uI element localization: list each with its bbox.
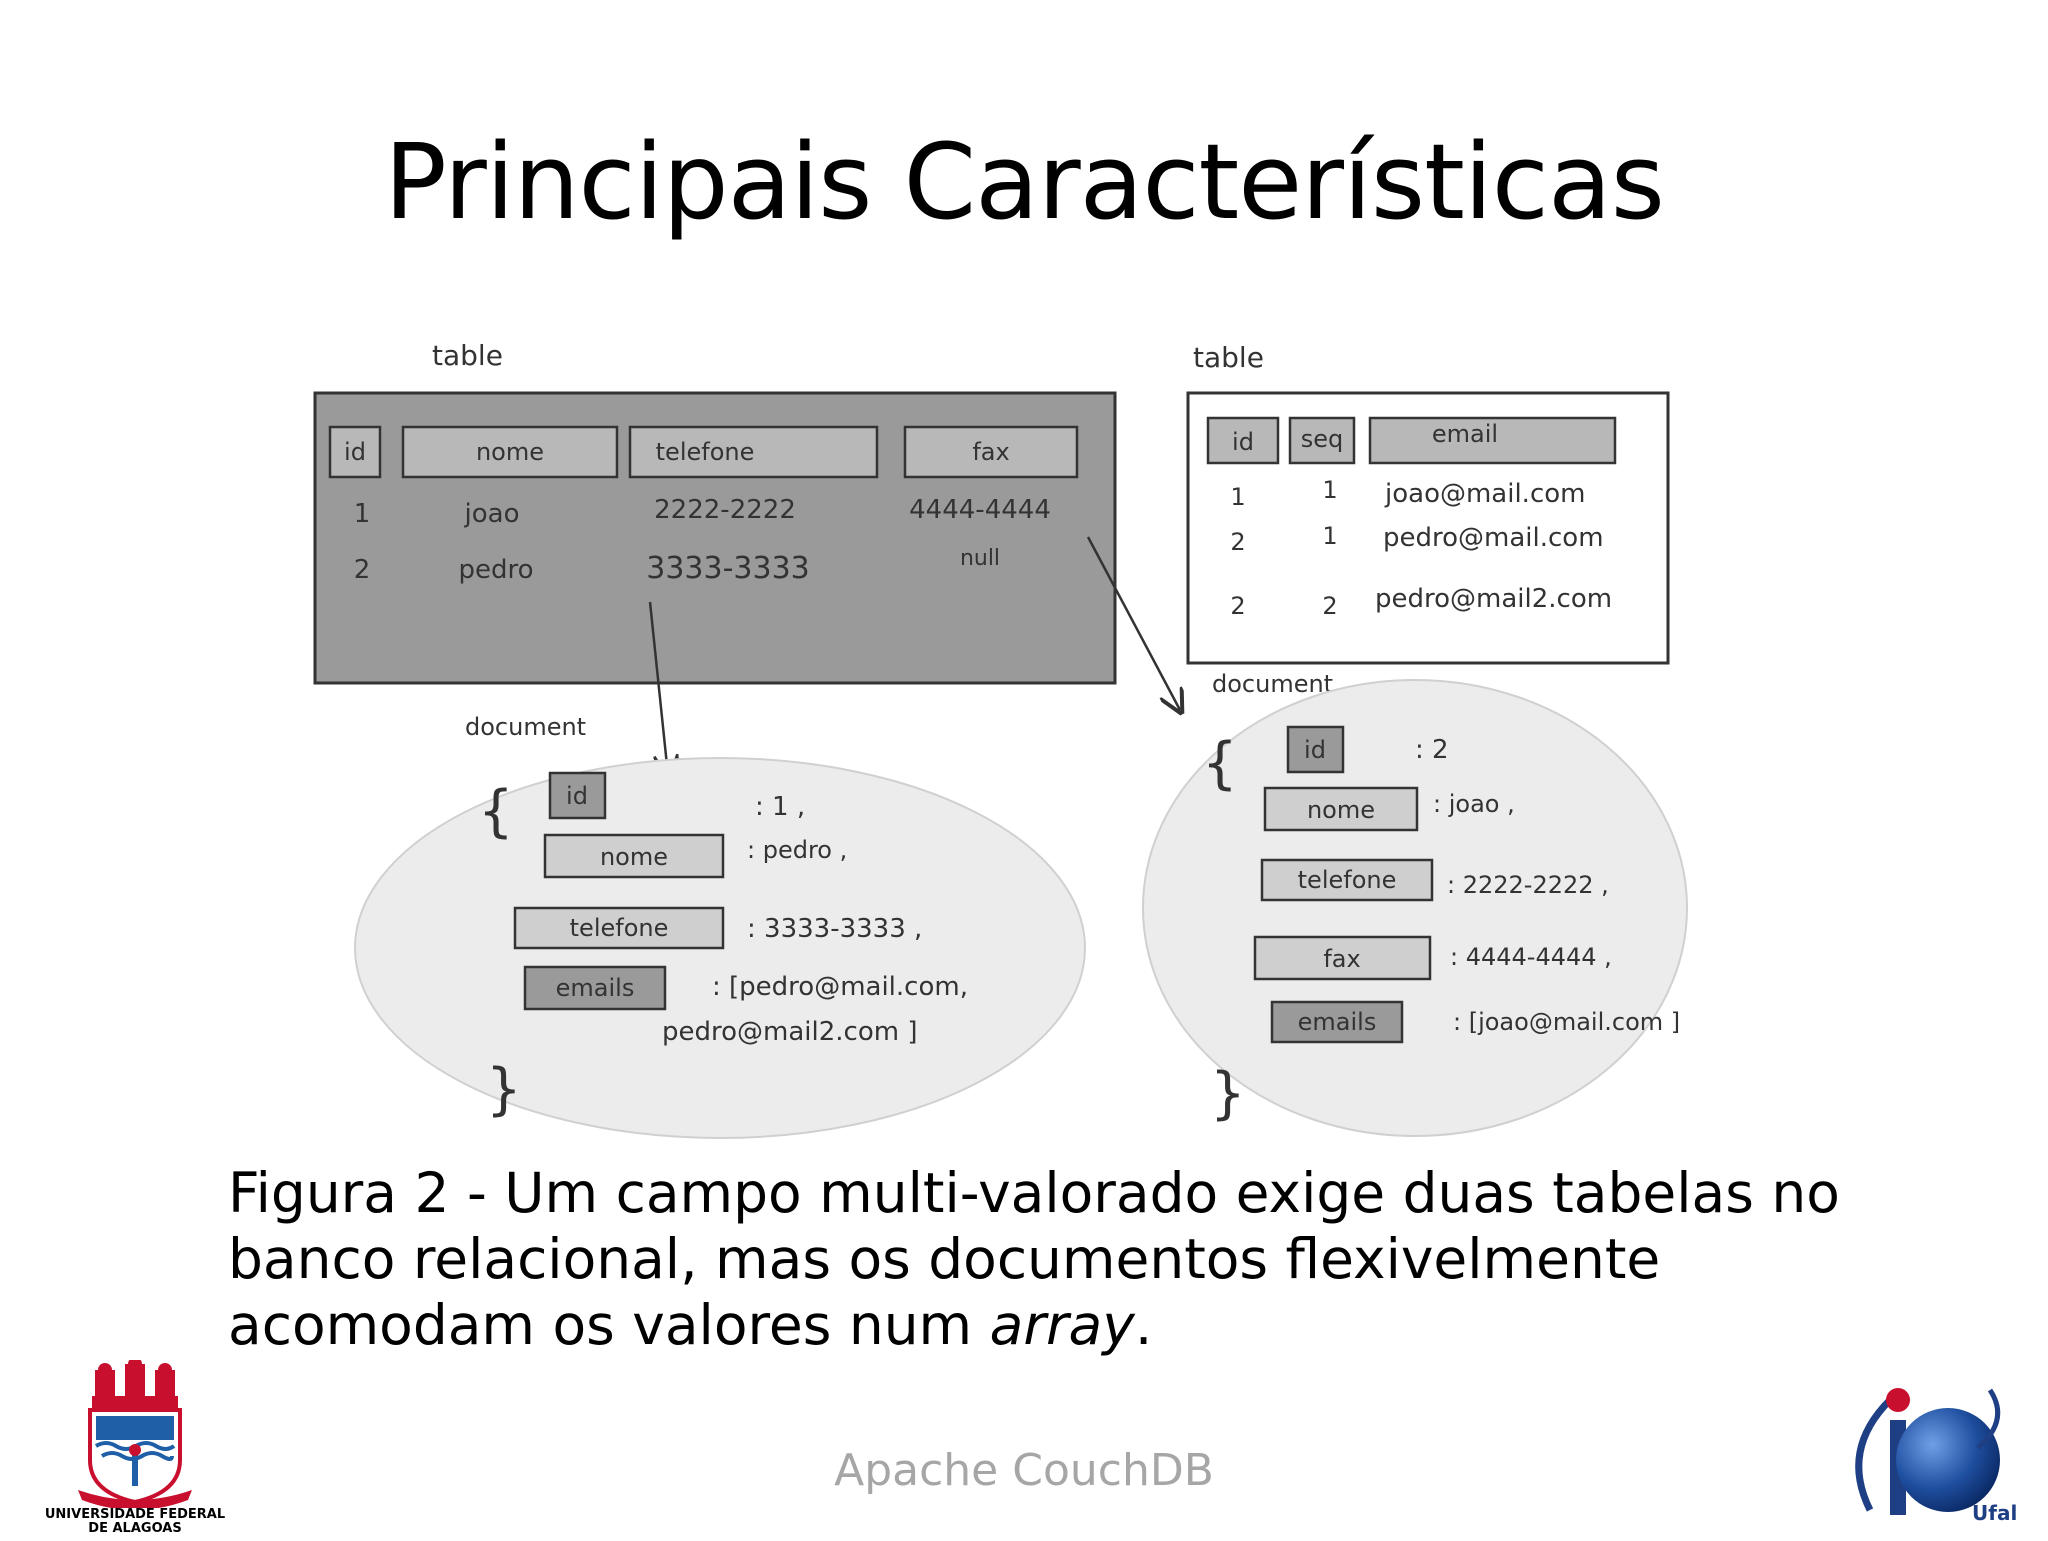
relational-vs-document-diagram: table id nome telefone fax 1 joao 2222-2…	[313, 339, 1688, 1139]
table1-cell: 4444-4444	[909, 495, 1051, 525]
table2-cell: joao@mail.com	[1384, 479, 1585, 509]
table2-cell: 2	[1230, 592, 1245, 620]
table2-cell: 1	[1322, 476, 1337, 504]
table2-header-label: id	[1232, 428, 1254, 456]
table2-header-id	[1206, 416, 1280, 465]
doc1-open-brace: {	[478, 779, 514, 844]
table1-header-id	[328, 425, 382, 479]
doc2-key-emails	[1270, 1000, 1404, 1044]
doc2-value: : 2222-2222 ,	[1447, 871, 1609, 899]
table1-cell: joao	[464, 499, 520, 529]
caption-line: banco relacional, mas os documentos flex…	[228, 1227, 1661, 1291]
doc1-key-label: telefone	[570, 914, 669, 942]
table1-header-label: nome	[476, 438, 544, 466]
university-crest-icon	[78, 1357, 192, 1510]
university-name: UNIVERSIDADE FEDERAL DE ALAGOAS	[40, 1508, 230, 1536]
arrow-to-doc1	[648, 601, 668, 775]
table1-cell: 2222-2222	[654, 495, 796, 525]
slide-title: Principais Características	[384, 121, 1665, 243]
doc1-key-telefone	[513, 906, 725, 950]
doc1-key-label: nome	[600, 843, 668, 871]
table1-header-label: id	[344, 438, 366, 466]
doc2-value: : 2	[1415, 735, 1449, 765]
doc1-value: : [pedro@mail.com,	[712, 972, 968, 1002]
doc2-key-nome	[1263, 786, 1419, 832]
ic-ufal-logo-icon: Ufal	[1855, 1388, 2017, 1525]
arrow-to-doc2	[1086, 536, 1180, 710]
doc1-key-emails	[523, 965, 667, 1011]
table2-cell: pedro@mail2.com	[1375, 584, 1612, 614]
doc2-key-telefone	[1260, 858, 1434, 902]
table2-cell: 2	[1322, 592, 1337, 620]
table1-cell: 2	[354, 555, 371, 585]
university-name-line: UNIVERSIDADE FEDERAL	[44, 1507, 226, 1522]
caption-italic-term: array	[989, 1293, 1135, 1357]
doc2-close-brace: }	[1210, 1061, 1246, 1126]
doc2-value: : [joao@mail.com ]	[1453, 1008, 1680, 1036]
doc1-value: : pedro ,	[747, 836, 847, 864]
university-name-line: DE ALAGOAS	[88, 1521, 182, 1536]
table2-header-label: seq	[1301, 425, 1344, 453]
table1-header-label: telefone	[656, 438, 755, 466]
doc2-label: document	[1212, 670, 1333, 698]
doc1-key-label: id	[566, 782, 588, 810]
caption-text: acomodam os valores num	[228, 1293, 990, 1357]
table2-cell: 1	[1230, 483, 1245, 511]
doc2-value: : joao ,	[1433, 790, 1515, 818]
doc1-label: document	[465, 713, 586, 741]
table2-header-seq	[1288, 416, 1356, 465]
table1-header-label: fax	[972, 438, 1009, 466]
doc2-key-fax	[1253, 935, 1432, 981]
caption-line: Figura 2 - Um campo multi-valorado exige…	[228, 1161, 1840, 1225]
table2-header-email	[1368, 416, 1617, 465]
caption-text: .	[1134, 1293, 1153, 1357]
table2-label: table	[1193, 341, 1264, 374]
doc2-open-brace: {	[1202, 731, 1238, 796]
table1-header-fax	[903, 425, 1079, 479]
table1-cell: 1	[354, 499, 371, 529]
table1-cell: null	[960, 546, 1000, 571]
ic-ufal-logo: Ufal	[1830, 1360, 2020, 1536]
table1-cell: 3333-3333	[646, 551, 810, 586]
doc1-value: : 1 ,	[755, 792, 805, 822]
doc1-key-id	[548, 771, 607, 820]
caption-line: acomodam os valores num array.	[228, 1292, 1868, 1358]
doc1-key-label: emails	[556, 974, 635, 1002]
doc1-value: : 3333-3333 ,	[747, 914, 922, 944]
table1-cell: pedro	[458, 555, 533, 585]
slide-footer: Apache CouchDB	[834, 1445, 1214, 1496]
table2-cell: 1	[1322, 522, 1337, 550]
doc2-key-label: id	[1304, 736, 1326, 764]
ic-ufal-logo-text: Ufal	[1972, 1501, 2017, 1525]
doc1-close-brace: }	[486, 1057, 522, 1122]
doc1-value-continuation: pedro@mail2.com ]	[662, 1017, 917, 1047]
table1-header-telefone	[628, 425, 879, 479]
table1-header-nome	[401, 425, 619, 479]
doc2-key-label: telefone	[1298, 866, 1397, 894]
figure-caption: Figura 2 - Um campo multi-valorado exige…	[228, 1160, 1868, 1358]
table1-label: table	[432, 339, 503, 372]
table2-cell: 2	[1230, 528, 1245, 556]
university-logo: UNIVERSIDADE FEDERAL DE ALAGOAS	[40, 1357, 230, 1536]
table2-cell: pedro@mail.com	[1383, 523, 1604, 553]
doc2-key-label: nome	[1307, 796, 1375, 824]
doc2-key-label: fax	[1323, 945, 1360, 973]
doc1-key-nome	[543, 833, 725, 879]
table2-header-label: email	[1432, 420, 1498, 448]
doc2-value: : 4444-4444 ,	[1450, 943, 1612, 971]
doc2-key-label: emails	[1298, 1008, 1377, 1036]
doc2-key-id	[1286, 725, 1345, 774]
